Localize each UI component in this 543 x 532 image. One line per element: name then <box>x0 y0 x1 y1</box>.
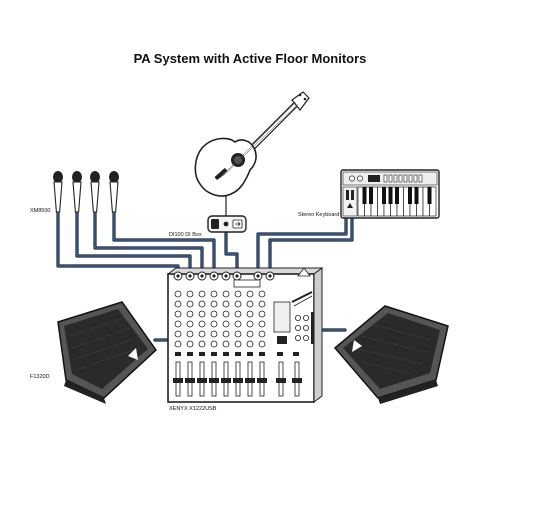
microphone-icon <box>72 171 82 213</box>
keyboard-icon <box>340 169 440 219</box>
guitar-icon <box>194 91 310 197</box>
microphone-icon <box>53 171 63 213</box>
microphone-icon <box>109 171 119 213</box>
microphones-label: XM8500 <box>30 208 51 214</box>
floor-monitor-icon <box>333 305 449 404</box>
keyboard-label: Stereo Keyboard <box>298 212 339 218</box>
mixer-label: XENYX X1222USB <box>169 406 217 412</box>
microphone-icon <box>90 171 100 213</box>
microphones <box>53 171 119 213</box>
di-box-label: DI100 DI Box <box>169 232 202 238</box>
di-box-icon <box>207 196 247 233</box>
diagram-title: PA System with Active Floor Monitors <box>134 51 367 66</box>
floor-monitor-icon <box>57 301 157 404</box>
monitors-label: F1320D <box>30 374 50 380</box>
mixer-icon <box>166 267 324 403</box>
